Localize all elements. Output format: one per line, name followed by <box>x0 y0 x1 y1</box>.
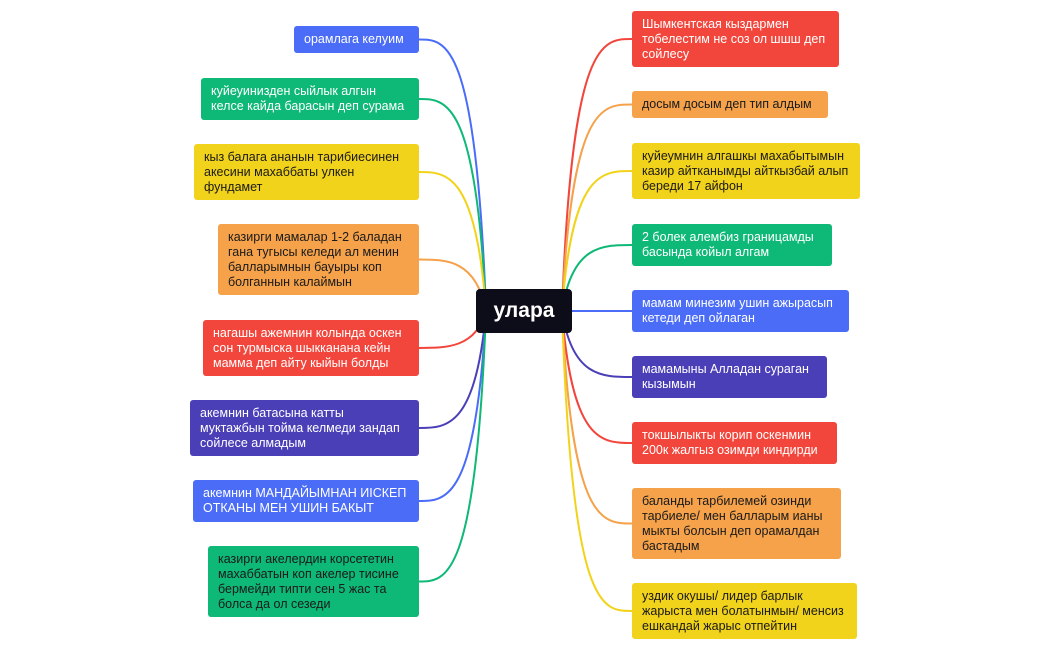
topic-text: казирги акелердин корсететин махаббатын … <box>218 551 399 611</box>
topic-text: нагашы ажемнин колында оскен сон турмыск… <box>213 325 402 370</box>
connector-line <box>418 98 487 312</box>
topic-node-right-6[interactable]: мамамыны Алладан сураган кызымын <box>632 356 827 398</box>
topic-text: уздик окушы/ лидер барлык жарыста мен бо… <box>642 588 844 633</box>
topic-text: акемнин МАНДАЙЫМНАН ИІСКЕП ОТКАНЫ МЕН УШ… <box>203 486 407 515</box>
topic-text: кыз балага ананын тарибиесинен акесини м… <box>204 149 400 194</box>
topic-node-right-8[interactable]: баланды тарбилемей озинди тарбиеле/ мен … <box>632 488 841 559</box>
topic-text: куйеумнин алгашкы махабытымын казир айтк… <box>642 148 849 193</box>
topic-node-left-7[interactable]: акемнин МАНДАЙЫМНАН ИІСКЕП ОТКАНЫ МЕН УШ… <box>193 480 419 522</box>
connector-line <box>561 310 633 444</box>
connector-line <box>561 310 633 612</box>
connector-line <box>561 103 633 312</box>
connector-line <box>418 171 487 312</box>
topic-text: мамамыны Алладан сураган кызымын <box>642 362 809 391</box>
connector-line <box>418 310 487 583</box>
topic-text: казирги мамалар 1-2 баладан гана тугысы … <box>228 229 402 289</box>
topic-node-right-2[interactable]: досым досым деп тип алдым <box>632 91 828 118</box>
topic-node-right-9[interactable]: уздик окушы/ лидер барлык жарыста мен бо… <box>632 583 857 639</box>
connector-line <box>561 170 633 312</box>
topic-text: акемнин батасына катты муктажбын тойма к… <box>200 405 400 450</box>
central-topic-label: улара <box>493 299 555 322</box>
topic-text: орамлага келуим <box>304 32 404 46</box>
topic-node-left-1[interactable]: орамлага келуим <box>294 26 419 53</box>
connector-line <box>561 38 633 312</box>
connector-line <box>561 310 633 525</box>
connector-line <box>561 244 633 312</box>
topic-text: токшылыкты корип оскенмин 200к жалгыз оз… <box>642 428 818 457</box>
topic-node-right-4[interactable]: 2 болек алембиз границамды басында койыл… <box>632 224 832 266</box>
topic-text: мамам минезим ушин ажырасып кетеди деп о… <box>642 296 833 325</box>
topic-node-left-2[interactable]: куйеуинизден сыйлык алгын келсе кайда ба… <box>201 78 419 120</box>
topic-text: баланды тарбилемей озинди тарбиеле/ мен … <box>642 493 823 553</box>
topic-node-left-6[interactable]: акемнин батасына катты муктажбын тойма к… <box>190 400 419 456</box>
connector-line <box>561 310 633 378</box>
topic-node-left-3[interactable]: кыз балага ананын тарибиесинен акесини м… <box>194 144 419 200</box>
central-topic[interactable]: улара <box>476 289 572 333</box>
topic-text: 2 болек алембиз границамды басында койыл… <box>642 230 814 259</box>
topic-text: куйеуинизден сыйлык алгын келсе кайда ба… <box>211 84 405 113</box>
topic-text: Шымкентская кыздармен тобелестим не соз … <box>642 16 826 61</box>
topic-node-left-4[interactable]: казирги мамалар 1-2 баладан гана тугысы … <box>218 224 419 295</box>
topic-node-right-1[interactable]: Шымкентская кыздармен тобелестим не соз … <box>632 11 839 67</box>
topic-node-right-3[interactable]: куйеумнин алгашкы махабытымын казир айтк… <box>632 143 860 199</box>
topic-node-right-7[interactable]: токшылыкты корип оскенмин 200к жалгыз оз… <box>632 422 837 464</box>
connector-line <box>418 38 487 312</box>
topic-node-left-8[interactable]: казирги акелердин корсететин махаббатын … <box>208 546 419 617</box>
connector-line <box>418 310 487 502</box>
topic-text: досым досым деп тип алдым <box>642 97 812 111</box>
connector-line <box>418 310 487 429</box>
topic-node-left-5[interactable]: нагашы ажемнин колында оскен сон турмыск… <box>203 320 419 376</box>
topic-node-right-5[interactable]: мамам минезим ушин ажырасып кетеди деп о… <box>632 290 849 332</box>
